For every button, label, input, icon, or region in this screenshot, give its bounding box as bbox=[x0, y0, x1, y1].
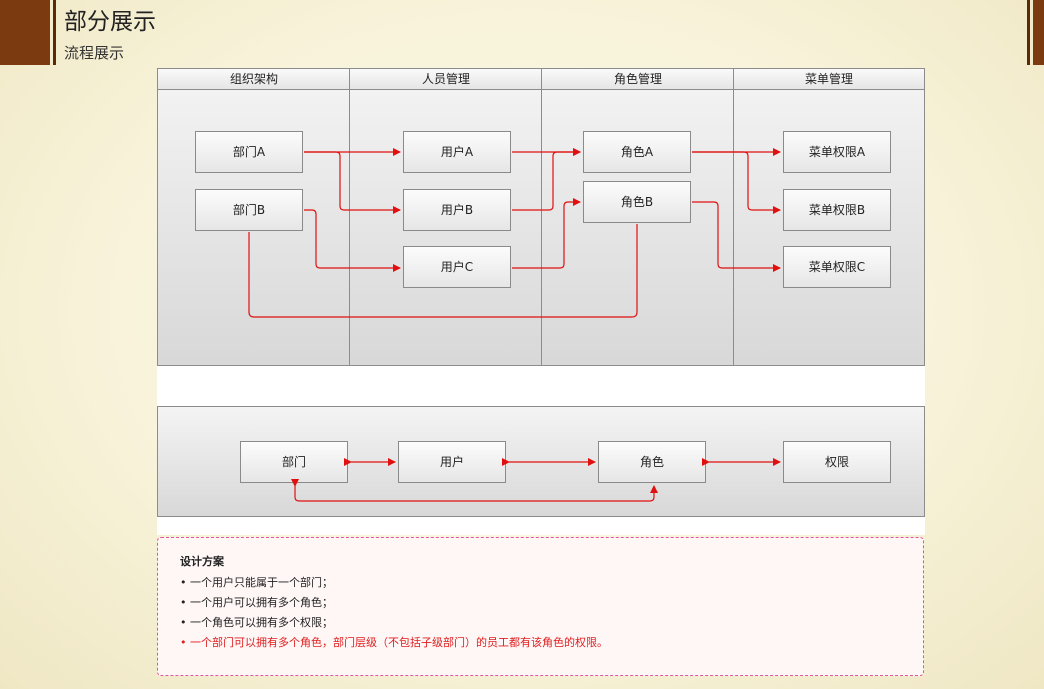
node-department: 部门 bbox=[240, 441, 348, 483]
node-role: 角色 bbox=[598, 441, 706, 483]
node-user-b: 用户B bbox=[403, 189, 511, 231]
node-user-c: 用户C bbox=[403, 246, 511, 288]
note-item: • 一个用户可以拥有多个角色； bbox=[180, 596, 333, 609]
spacer bbox=[157, 366, 925, 406]
node-permission: 权限 bbox=[783, 441, 891, 483]
design-notes: 设计方案 • 一个用户只能属于一个部门； • 一个用户可以拥有多个角色； • 一… bbox=[157, 537, 924, 676]
lane-header-menus: 菜单管理 bbox=[734, 69, 924, 90]
node-department-b: 部门B bbox=[195, 189, 303, 231]
page-subtitle: 流程展示 bbox=[64, 44, 125, 62]
header-divider bbox=[53, 0, 56, 65]
node-user-a: 用户A bbox=[403, 131, 511, 173]
lane-divider bbox=[541, 69, 542, 365]
notes-title: 设计方案 bbox=[180, 555, 224, 568]
node-role-b: 角色B bbox=[583, 181, 691, 223]
spacer bbox=[157, 517, 925, 535]
lane-header-roles: 角色管理 bbox=[542, 69, 734, 90]
node-menu-permission-b: 菜单权限B bbox=[783, 189, 891, 231]
note-item: • 一个用户只能属于一个部门； bbox=[180, 576, 333, 589]
note-item: • 一个角色可以拥有多个权限； bbox=[180, 616, 333, 629]
lane-divider bbox=[733, 69, 734, 365]
node-role-a: 角色A bbox=[583, 131, 691, 173]
page-title: 部分展示 bbox=[64, 9, 156, 35]
node-menu-permission-a: 菜单权限A bbox=[783, 131, 891, 173]
node-department-a: 部门A bbox=[195, 131, 303, 173]
note-item-highlight: • 一个部门可以拥有多个角色，部门层级（不包括子级部门）的员工都有该角色的权限。 bbox=[180, 636, 608, 649]
lane-divider bbox=[349, 69, 350, 365]
lane-header-users: 人员管理 bbox=[350, 69, 542, 90]
lane-header-org: 组织架构 bbox=[158, 69, 350, 90]
right-divider bbox=[1027, 0, 1030, 65]
header-accent-bar bbox=[0, 0, 50, 65]
right-accent-bar bbox=[1033, 0, 1044, 65]
node-user: 用户 bbox=[398, 441, 506, 483]
node-menu-permission-c: 菜单权限C bbox=[783, 246, 891, 288]
